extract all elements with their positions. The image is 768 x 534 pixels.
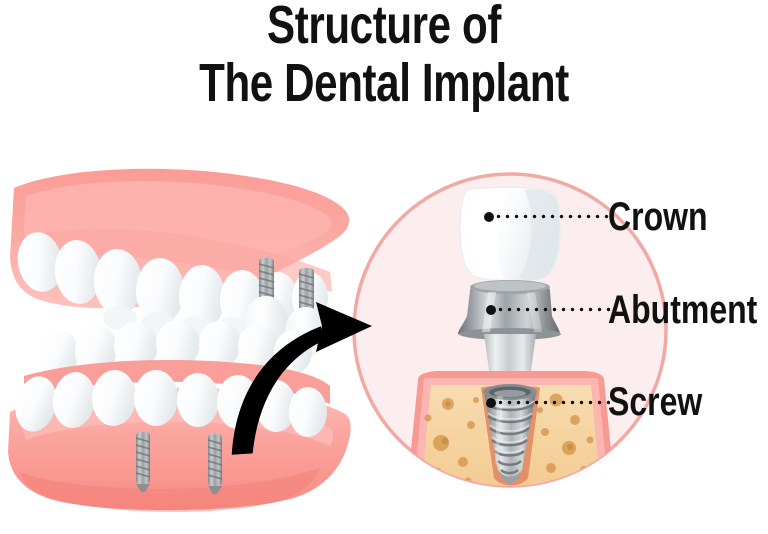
lower-implant-screw-2	[207, 434, 223, 494]
crown-leader-line	[494, 214, 610, 219]
screw-part	[483, 384, 537, 484]
callout-label-crown: Crown	[608, 195, 708, 239]
abutment-leader-line	[496, 307, 610, 312]
callout-label-screw: Screw	[608, 380, 703, 424]
screw-leader-dot	[486, 398, 496, 408]
lower-implant-screw-1	[135, 432, 151, 492]
screw-leader-line	[496, 400, 610, 405]
abutment-leader-dot	[486, 305, 496, 315]
callout-label-abutment: Abutment	[608, 288, 758, 332]
upper-implant-screw-2	[285, 268, 327, 357]
crown-part	[459, 186, 561, 282]
curved-pointer-arrow	[231, 302, 372, 455]
upper-jaw-denture	[10, 168, 350, 357]
crown-leader-dot	[484, 212, 494, 222]
